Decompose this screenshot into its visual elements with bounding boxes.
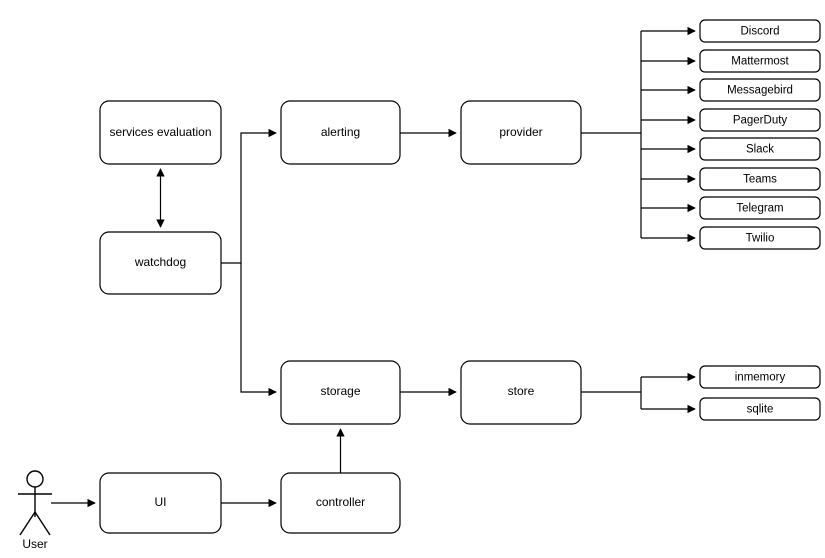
node-box <box>99 231 222 295</box>
leaf-box <box>699 365 821 389</box>
leaf-slack[interactable]: Slack <box>699 137 821 161</box>
leaf-discord[interactable]: Discord <box>699 19 821 43</box>
leaf-telegram[interactable]: Telegram <box>699 196 821 220</box>
node-label: UI <box>155 495 167 509</box>
leaf-box <box>699 226 821 250</box>
leaf-box <box>699 49 821 73</box>
edge-watchdog-alerting <box>221 128 277 264</box>
leaf-label: Telegram <box>736 203 783 215</box>
node-box <box>280 100 401 165</box>
node-label: controller <box>316 495 365 509</box>
leaf-box <box>699 19 821 43</box>
leaf-label: Twilio <box>746 233 775 245</box>
leaf-teams[interactable]: Teams <box>699 167 821 191</box>
node-controller[interactable]: controller <box>280 472 401 534</box>
node-box <box>280 472 401 534</box>
node-services-evaluation[interactable]: services evaluation <box>99 100 222 165</box>
node-ui[interactable]: UI <box>99 472 222 534</box>
leaf-mattermost[interactable]: Mattermost <box>699 49 821 73</box>
leaf-box <box>699 167 821 191</box>
node-box <box>280 360 401 425</box>
user-actor[interactable]: User <box>18 470 52 551</box>
node-label: watchdog <box>134 255 186 269</box>
leaf-pagerduty[interactable]: PagerDuty <box>699 108 821 132</box>
actor-leg-right <box>34 511 51 536</box>
leaf-label: Teams <box>743 174 777 186</box>
leaf-label: Mattermost <box>731 56 789 68</box>
leaf-box <box>699 196 821 220</box>
node-box <box>99 472 222 534</box>
actor-label: User <box>22 537 47 551</box>
leaf-label: Discord <box>741 26 780 38</box>
leaf-inmemory[interactable]: inmemory <box>699 365 821 389</box>
node-box <box>460 360 582 425</box>
leaf-box <box>699 78 821 102</box>
node-label: alerting <box>321 125 360 139</box>
leaf-box <box>699 108 821 132</box>
leaf-twilio[interactable]: Twilio <box>699 226 821 250</box>
leaf-messagebird[interactable]: Messagebird <box>699 78 821 102</box>
edge-watchdog-storage <box>240 263 277 397</box>
node-alerting[interactable]: alerting <box>280 100 401 165</box>
leaf-sqlite[interactable]: sqlite <box>699 397 821 421</box>
leaf-box <box>699 137 821 161</box>
node-provider[interactable]: provider <box>460 100 582 165</box>
node-label: services evaluation <box>109 125 211 139</box>
leaf-label: PagerDuty <box>733 115 788 127</box>
leaf-label: Slack <box>746 144 774 156</box>
leaf-box <box>699 397 821 421</box>
leaf-label: sqlite <box>747 404 774 416</box>
actor-leg-left <box>19 511 36 536</box>
leaf-label: inmemory <box>735 372 786 384</box>
node-label: storage <box>320 384 360 398</box>
leaf-label: Messagebird <box>727 85 793 97</box>
actor-head-icon <box>26 470 44 488</box>
node-storage[interactable]: storage <box>280 360 401 425</box>
node-box <box>99 100 222 165</box>
node-box <box>460 100 582 165</box>
edge-layer <box>51 26 696 508</box>
node-label: store <box>508 384 535 398</box>
node-store[interactable]: store <box>460 360 582 425</box>
node-label: provider <box>499 125 542 139</box>
node-watchdog[interactable]: watchdog <box>99 231 222 295</box>
